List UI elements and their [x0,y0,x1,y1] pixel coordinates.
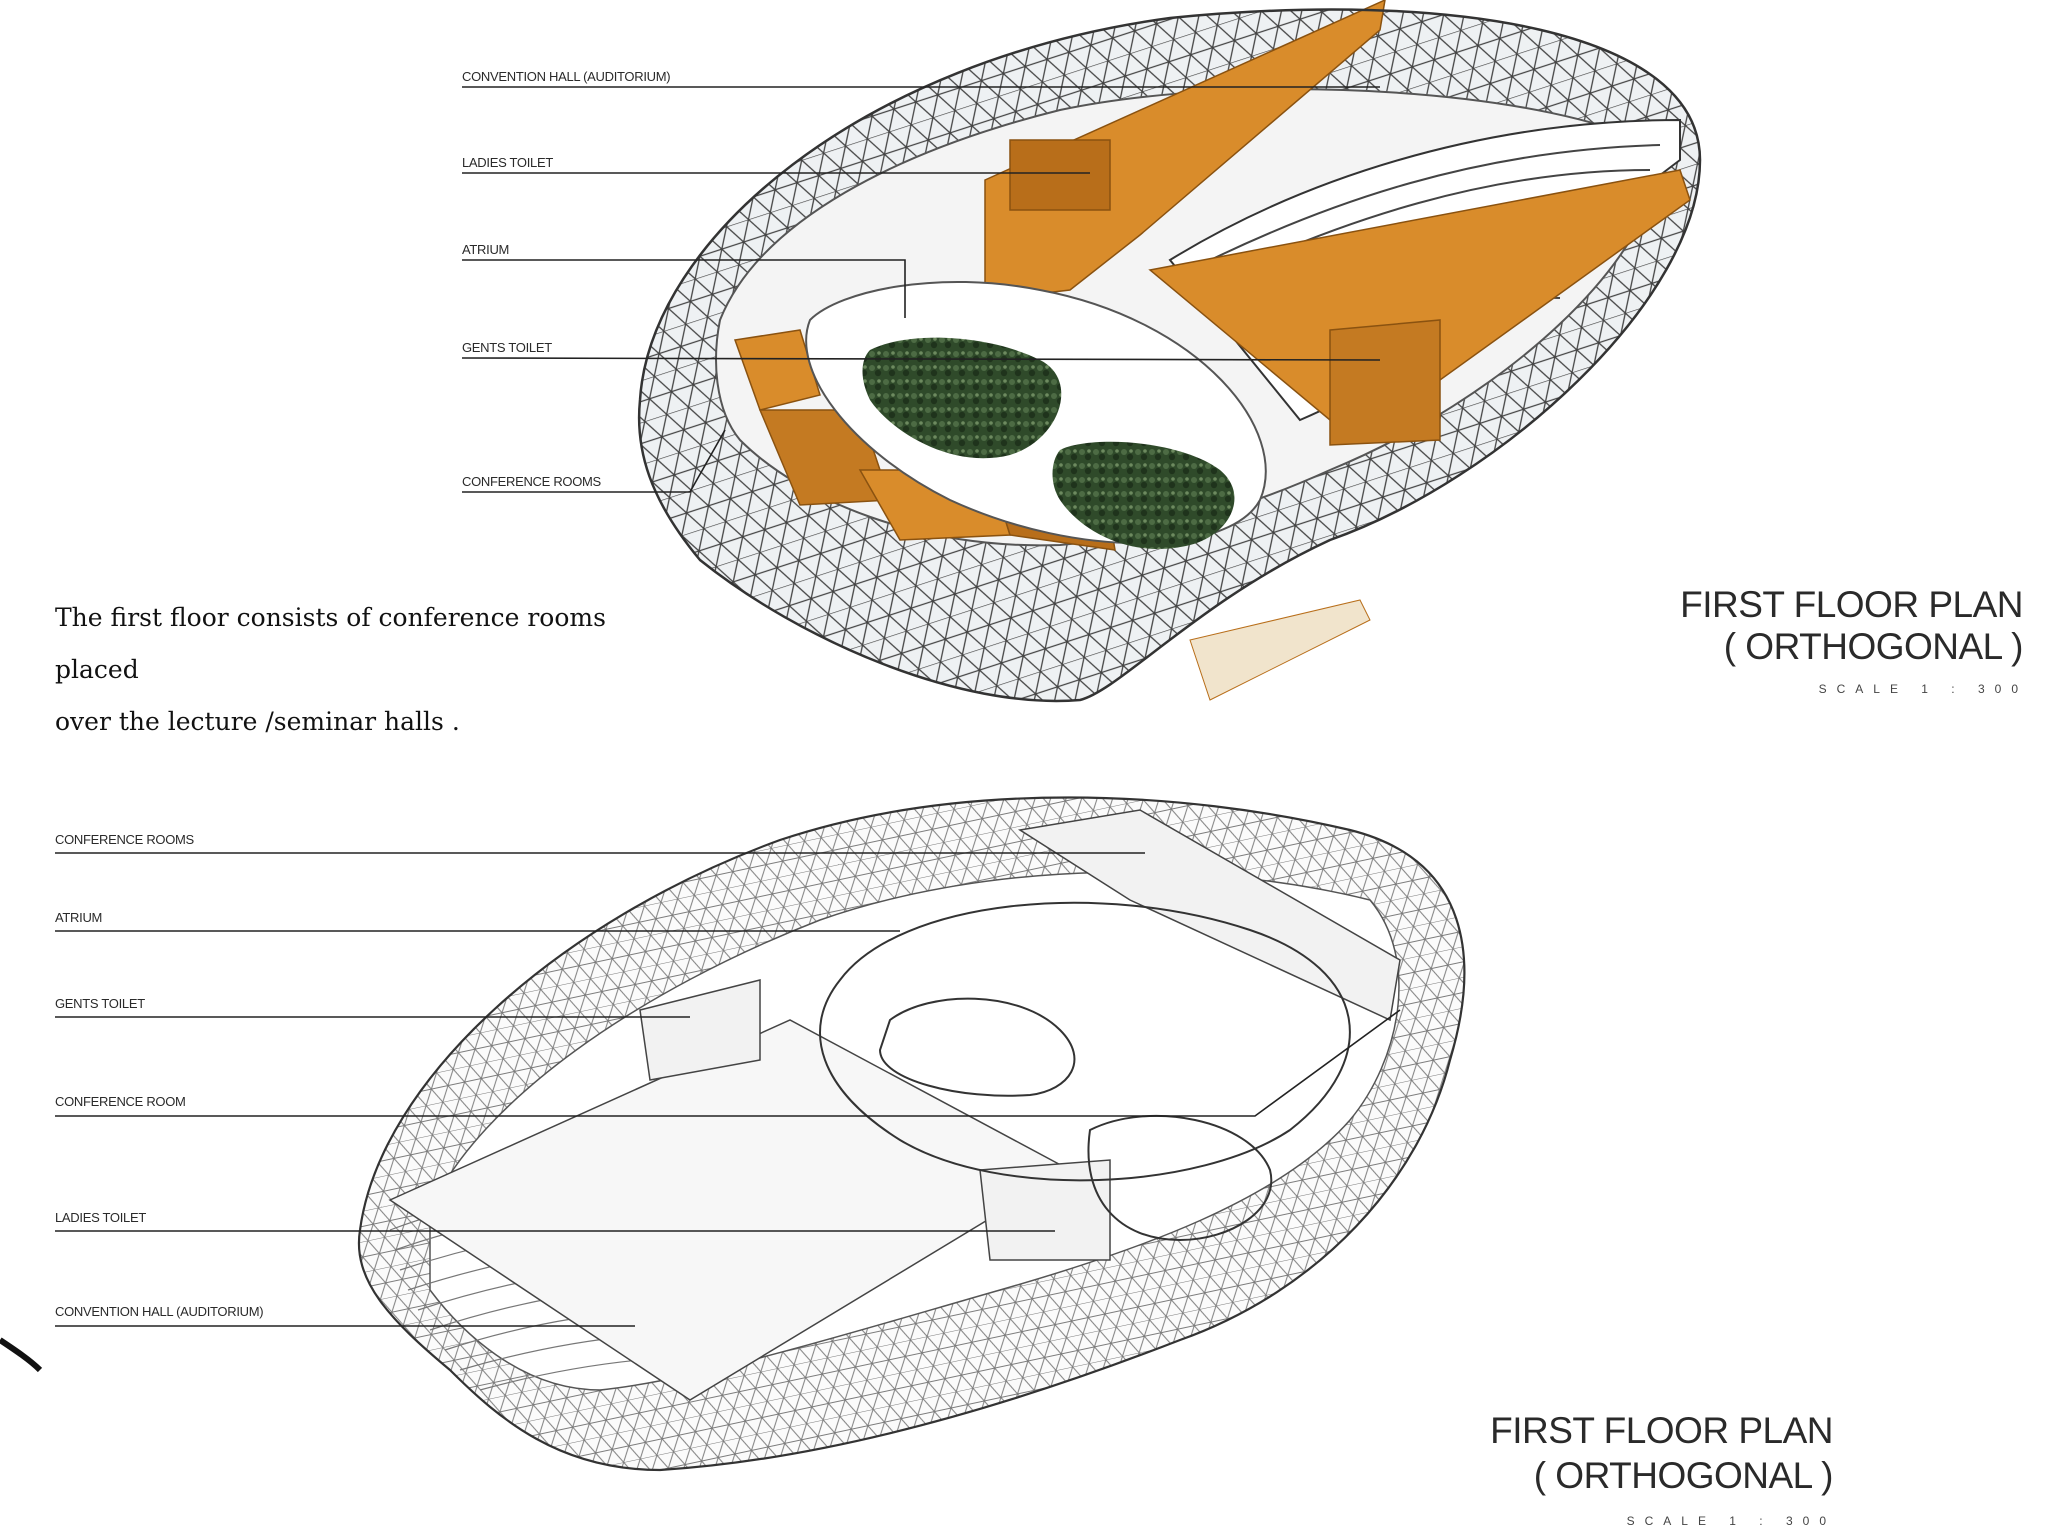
top-title-line2: ( ORTHOGONAL ) [1723,626,2024,667]
top-label-convention-hall: CONVENTION HALL (AUDITORIUM) [462,69,671,84]
bottom-title-line2: ( ORTHOGONAL ) [1533,1455,1834,1496]
top-label-atrium: ATRIUM [462,242,510,257]
garden-1-icon [862,337,1062,459]
bottom-label-ladies-toilet: LADIES TOILET [55,1210,146,1225]
bottom-scale: SCALE 1 : 300 [1626,1514,1836,1528]
bottom-label-atrium: ATRIUM [55,910,103,925]
bottom-label-conference-room: CONFERENCE ROOM [55,1094,186,1109]
bottom-label-convention-hall: CONVENTION HALL (AUDITORIUM) [55,1304,264,1319]
garden-2-icon [1052,441,1235,549]
description-line-2: over the lecture /seminar halls . [55,707,460,736]
bottom-label-gents-toilet: GENTS TOILET [55,996,145,1011]
bottom-leader-lines [55,852,1401,1327]
top-label-ladies-toilet: LADIES TOILET [462,155,553,170]
top-orange-walls [733,0,1691,551]
description: The first floor consists of conference r… [55,592,675,748]
bottom-label-conference-rooms: CONFERENCE ROOMS [55,832,194,847]
bottom-title-line1: FIRST FLOOR PLAN [1490,1410,1833,1451]
top-title-line1: FIRST FLOOR PLAN [1680,584,2023,625]
top-label-conference-rooms: CONFERENCE ROOMS [462,474,601,489]
description-line-1: The first floor consists of conference r… [55,603,606,684]
top-scale: SCALE 1 : 300 [1818,682,2028,696]
top-label-gents-toilet: GENTS TOILET [462,340,552,355]
edge-stroke [0,1337,43,1373]
top-shell [637,0,1702,703]
top-leader-lines [461,86,1381,493]
bottom-shell [357,796,1466,1472]
